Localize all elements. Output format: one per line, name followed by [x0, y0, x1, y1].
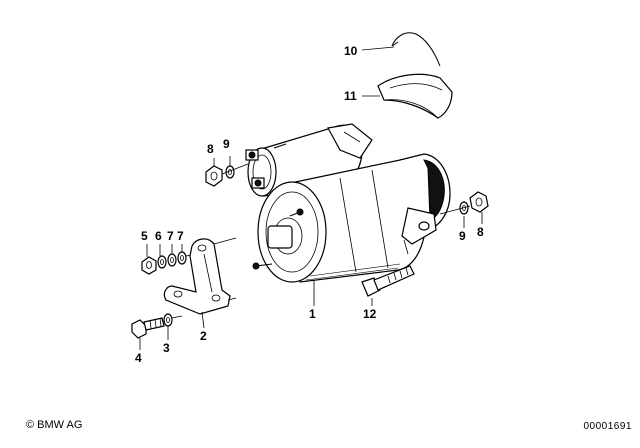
part-3-washer	[163, 313, 173, 340]
callout-10: 10	[344, 44, 358, 58]
callout-12: 12	[363, 307, 377, 321]
part-4-bolt	[131, 317, 165, 350]
callout-9-upper: 9	[223, 137, 230, 151]
part-9-washer-upper	[225, 156, 235, 179]
callout-7-a: 7	[167, 229, 174, 243]
document-number: 00001691	[583, 421, 632, 432]
axis-line-right	[439, 205, 471, 215]
callout-8-right: 8	[477, 225, 484, 239]
copyright-notice: © BMW AG	[26, 419, 83, 431]
part-10-wire-clip	[361, 32, 441, 67]
part-7-washer-a	[167, 244, 177, 267]
callout-7-b: 7	[177, 229, 184, 243]
part-6-washer	[157, 244, 167, 269]
part-5-nut	[141, 244, 157, 275]
axis-line-lower	[171, 315, 183, 319]
part-8-nut-upper	[205, 158, 223, 187]
part-1-starter-motor	[245, 123, 451, 306]
callout-9-right: 9	[459, 229, 466, 243]
part-7-washer-b	[177, 244, 187, 265]
part-8-nut-right	[469, 191, 489, 224]
callout-5: 5	[141, 229, 148, 243]
part-12-hex-bolt	[361, 265, 415, 306]
part-9-washer-right	[459, 201, 469, 228]
callout-3: 3	[163, 341, 170, 355]
part-11-cover-cap	[362, 73, 453, 119]
callout-4: 4	[135, 351, 142, 365]
callout-2: 2	[200, 329, 207, 343]
callout-6: 6	[155, 229, 162, 243]
callout-11: 11	[344, 89, 357, 103]
part-2-mounting-bracket	[163, 237, 237, 329]
callout-1: 1	[309, 307, 316, 321]
callout-8-upper: 8	[207, 142, 214, 156]
axis-line-upper	[221, 163, 249, 175]
